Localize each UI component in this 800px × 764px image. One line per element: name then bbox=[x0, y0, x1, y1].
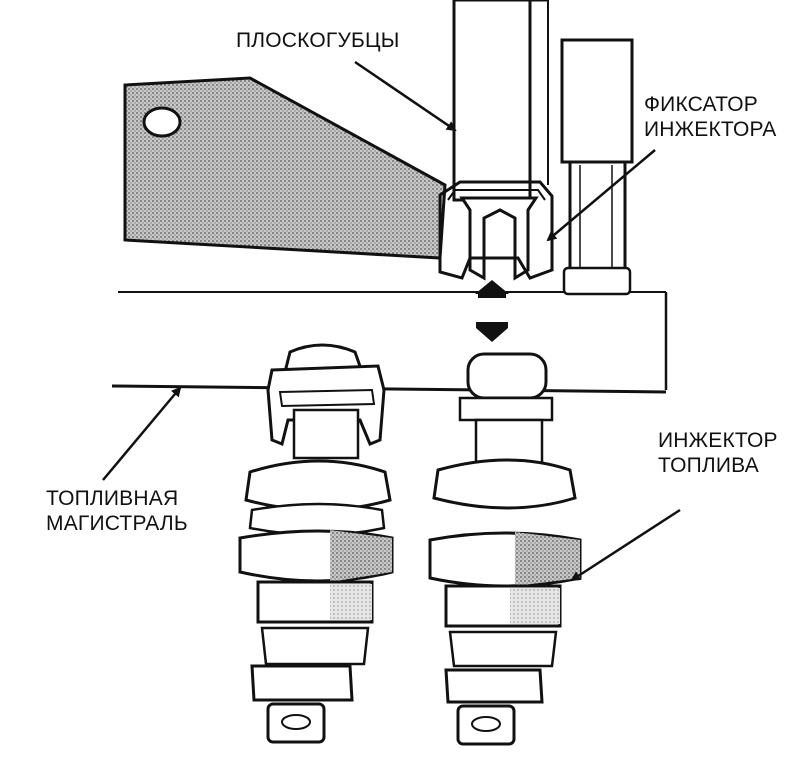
injector-clip bbox=[438, 180, 554, 280]
leader-arrows bbox=[102, 60, 681, 582]
label-pliers-text: ПЛОСКОГУБЦЫ bbox=[236, 29, 400, 52]
pliers-leader bbox=[354, 60, 457, 132]
label-pliers: ПЛОСКОГУБЦЫ bbox=[236, 28, 400, 53]
injector-leader bbox=[570, 508, 681, 582]
arrow-down-icon bbox=[476, 322, 508, 342]
direction-arrows bbox=[475, 280, 509, 342]
label-fuel-injector-line1: ИНЖЕКТОР bbox=[658, 429, 778, 452]
label-injector-clip: ФИКСАТОР ИНЖЕКТОРА bbox=[644, 92, 777, 142]
clip-leader bbox=[546, 149, 656, 242]
pliers-tool bbox=[452, 0, 549, 281]
bracket-hole bbox=[142, 106, 182, 138]
label-fuel-rail: ТОПЛИВНАЯ МАГИСТРАЛЬ bbox=[46, 486, 188, 536]
rail-leader bbox=[102, 386, 182, 481]
engine-bracket bbox=[123, 76, 447, 260]
second-injector-pipe bbox=[560, 38, 634, 296]
label-fuel-rail-line1: ТОПЛИВНАЯ bbox=[46, 487, 179, 510]
fuel-injector-left bbox=[238, 343, 394, 744]
fuel-rail bbox=[111, 291, 668, 394]
label-fuel-rail-line2: МАГИСТРАЛЬ bbox=[46, 512, 188, 535]
fuel-injector-right bbox=[428, 352, 582, 746]
label-fuel-injector-line2: ТОПЛИВА bbox=[658, 454, 759, 477]
label-injector-clip-line2: ИНЖЕКТОРА bbox=[644, 118, 777, 141]
label-injector-clip-line1: ФИКСАТОР bbox=[644, 93, 758, 116]
label-fuel-injector: ИНЖЕКТОР ТОПЛИВА bbox=[658, 428, 778, 478]
arrow-up-icon bbox=[475, 280, 509, 294]
